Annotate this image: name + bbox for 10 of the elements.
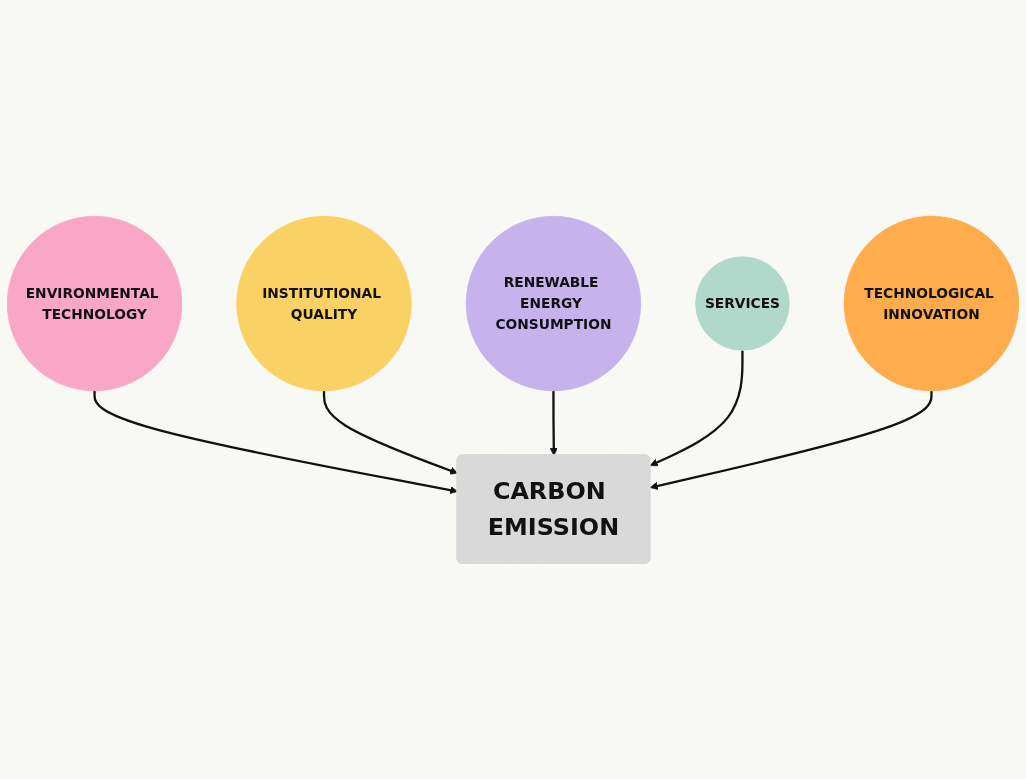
- node-circle: INSTITUTIONAL QUALITY: [236, 215, 412, 391]
- node-circle: SERVICES: [695, 256, 790, 351]
- arrow: [322, 390, 458, 475]
- node-circle: ENVIRONMENTAL TECHNOLOGY: [6, 215, 183, 391]
- node-circle: RENEWABLE ENERGY CONSUMPTION: [465, 215, 642, 391]
- arrow: [649, 390, 933, 490]
- arrow: [649, 349, 744, 466]
- arrow: [549, 390, 558, 456]
- node-circle: TECHNOLOGICAL INNOVATION: [843, 215, 1020, 391]
- arrow: [93, 390, 458, 494]
